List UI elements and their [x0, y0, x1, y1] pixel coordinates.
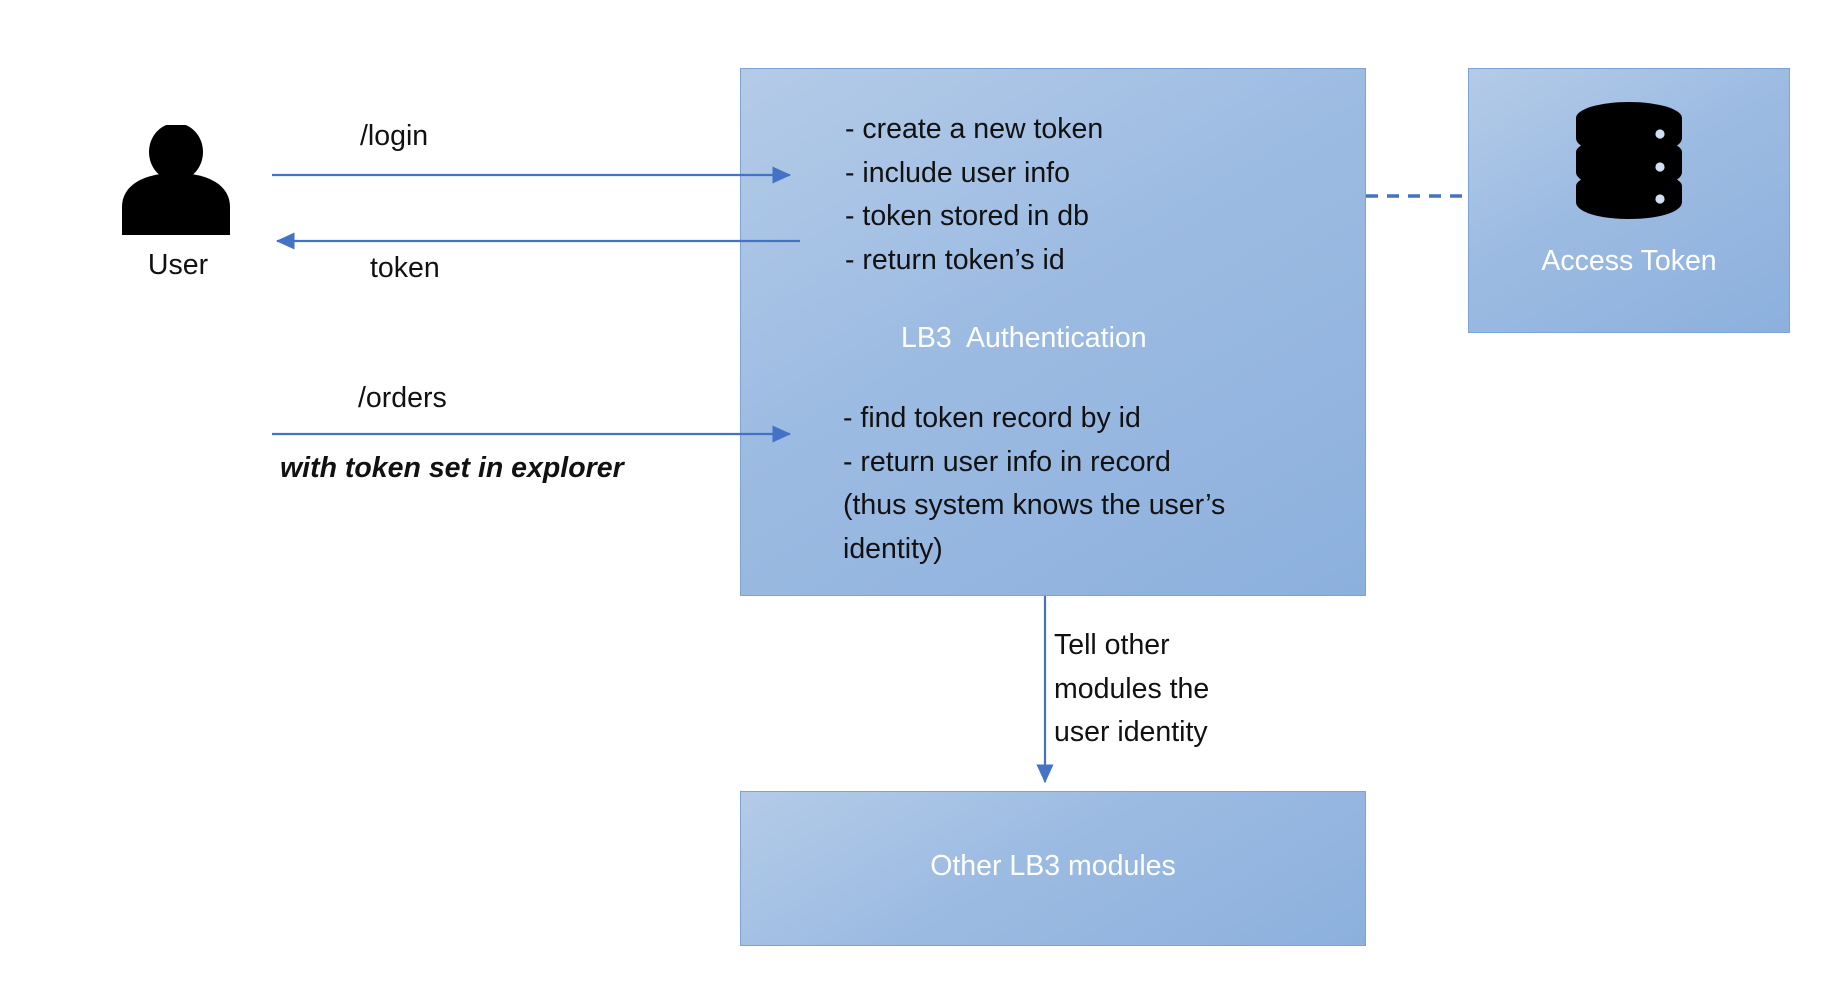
other-lb3-modules-box[interactable]: [740, 791, 1366, 946]
orders-note-label: with token set in explorer: [280, 452, 624, 484]
auth-bottom-steps: - find token record by id - return user …: [843, 397, 1313, 571]
auth-step: (thus system knows the user’s identity): [843, 489, 1226, 565]
auth-step: - include user info: [845, 156, 1070, 189]
access-token-label: Access Token: [1541, 245, 1717, 277]
token-flow-label: token: [370, 252, 440, 284]
database-cylinder-icon: [1576, 102, 1682, 219]
user-person-icon: [122, 125, 230, 235]
auth-step: - return user info in record: [843, 445, 1171, 478]
auth-step: - token stored in db: [845, 200, 1089, 232]
login-flow-label: /login: [360, 120, 429, 152]
lb3-authentication-box[interactable]: [740, 68, 1366, 596]
auth-step: - find token record by id: [843, 402, 1141, 434]
auth-step: - create a new token: [845, 113, 1104, 145]
other-modules-label: Other LB3 modules: [930, 850, 1176, 882]
auth-step: - return token’s id: [845, 243, 1065, 276]
auth-box-title: LB3 Authentication: [901, 322, 1147, 354]
auth-top-steps: - create a new token - include user info…: [845, 108, 1103, 282]
orders-flow-label: /orders: [358, 382, 447, 414]
user-label: User: [147, 249, 209, 281]
downstream-note-label: Tell other modules the user identity: [1054, 629, 1210, 748]
